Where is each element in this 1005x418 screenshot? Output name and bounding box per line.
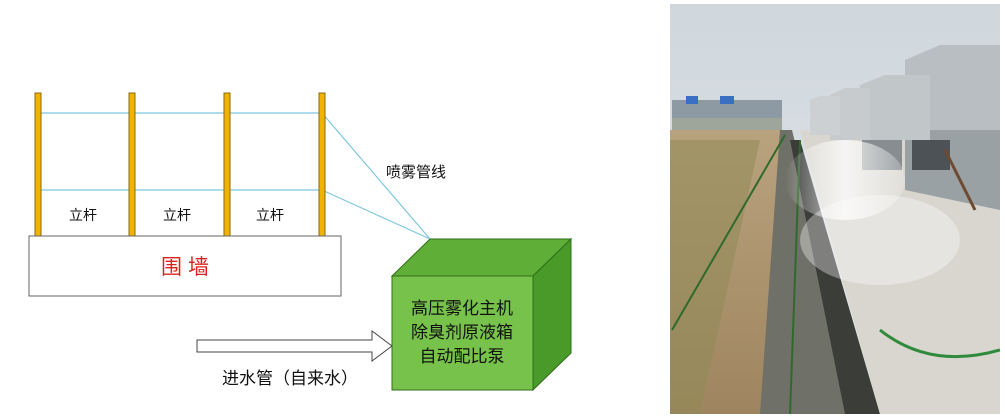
machine-line-1: 高压雾化主机 [411, 299, 513, 319]
machine-line-2: 除臭剂原液箱 [411, 323, 513, 343]
wall [28, 235, 342, 297]
post [128, 92, 136, 237]
post-label: 立杆 [69, 208, 97, 224]
inlet-pipe-label: 进水管（自来水） [222, 369, 358, 389]
post [223, 92, 231, 237]
post [318, 92, 326, 237]
wall-label: 围墙 [161, 255, 215, 279]
post [34, 92, 42, 237]
post-label: 立杆 [256, 208, 284, 224]
machine-line-3: 自动配比泵 [420, 347, 505, 367]
inlet-arrow-icon [196, 330, 393, 362]
post-label: 立杆 [163, 208, 191, 224]
spray-line-label: 喷雾管线 [386, 163, 446, 181]
spray-pipeline [38, 112, 431, 240]
farm-spray-photo [670, 4, 1000, 414]
spray-machine-box: 高压雾化主机 除臭剂原液箱 自动配比泵 [390, 237, 573, 392]
